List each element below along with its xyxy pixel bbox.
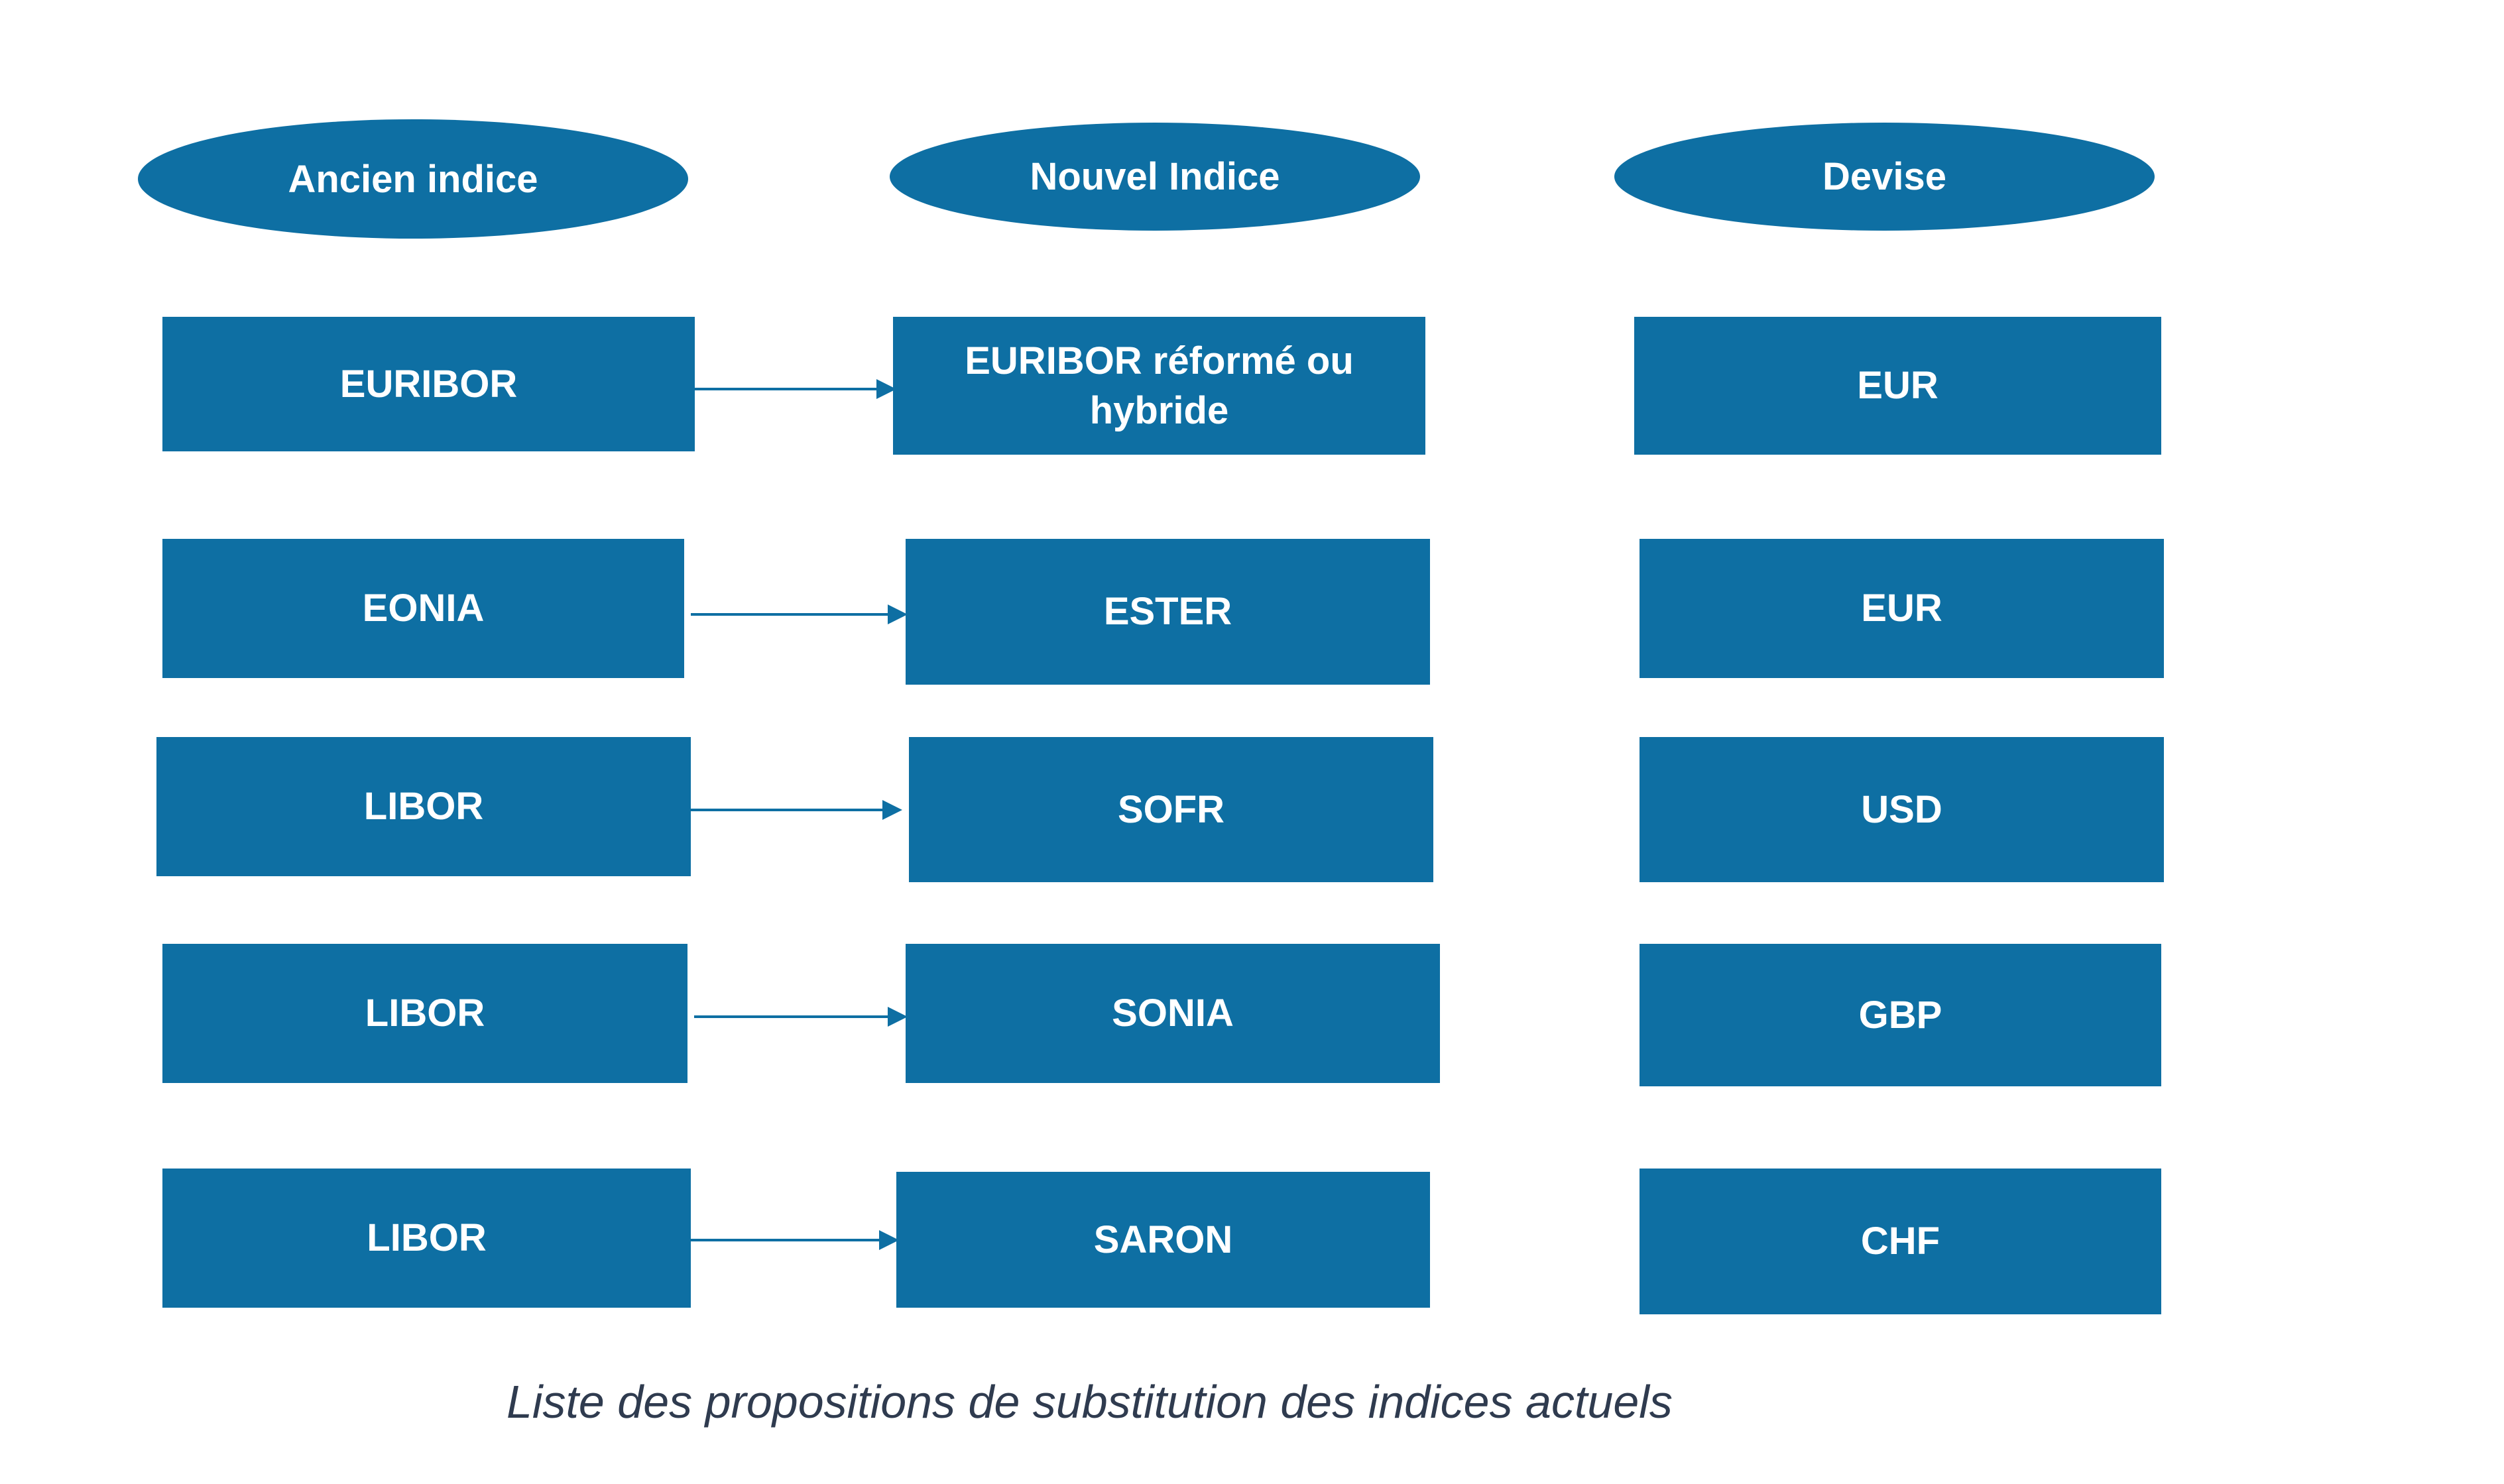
old-index-box-5: LIBOR xyxy=(162,1169,691,1308)
currency-box-5: CHF xyxy=(1640,1169,2161,1314)
arrow-5 xyxy=(691,1230,899,1250)
new-index-box-3: SOFR xyxy=(909,737,1433,882)
header-devise: Devise xyxy=(1614,123,2155,231)
arrow-4 xyxy=(694,1007,908,1027)
old-index-box-4: LIBOR xyxy=(162,944,687,1083)
currency-box-2: EUR xyxy=(1640,539,2164,678)
currency-box-3: USD xyxy=(1640,737,2164,882)
currency-box-1: EUR xyxy=(1634,317,2161,455)
figure-caption: Liste des propositions de substitution d… xyxy=(507,1376,1673,1428)
new-index-box-4: SONIA xyxy=(906,944,1440,1083)
old-index-box-2: EONIA xyxy=(162,539,684,678)
old-index-box-3: LIBOR xyxy=(156,737,691,876)
currency-box-4: GBP xyxy=(1640,944,2161,1086)
arrow-2 xyxy=(691,604,908,624)
arrow-3 xyxy=(691,800,902,820)
new-index-box-1: EURIBOR réformé ou hybride xyxy=(893,317,1425,455)
header-ancien-indice: Ancien indice xyxy=(138,119,688,239)
old-index-box-1: EURIBOR xyxy=(162,317,695,451)
new-index-box-5: SARON xyxy=(896,1172,1430,1308)
header-nouvel-indice: Nouvel Indice xyxy=(890,123,1420,231)
new-index-box-2: ESTER xyxy=(906,539,1430,685)
arrow-1 xyxy=(695,379,896,399)
